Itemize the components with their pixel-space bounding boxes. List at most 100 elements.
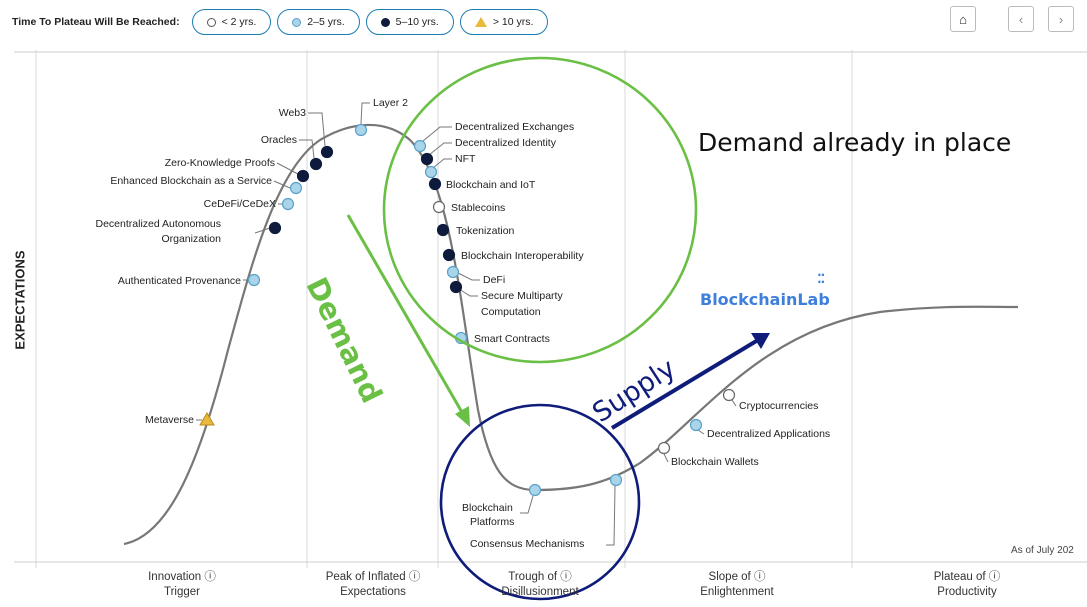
- legend-more-than-10[interactable]: > 10 yrs.: [459, 9, 549, 35]
- info-icon[interactable]: ⓘ: [753, 571, 766, 583]
- technology-label: DeFi: [483, 274, 505, 286]
- phase-line1: Peak of Inflated: [325, 571, 406, 583]
- technology-marker: [689, 418, 703, 432]
- next-button[interactable]: ›: [1048, 6, 1074, 32]
- technology-marker: [449, 280, 463, 294]
- label-leader: [308, 112, 326, 147]
- legend-label: > 10 yrs.: [492, 16, 534, 28]
- technology-marker: [268, 221, 282, 235]
- info-icon[interactable]: ⓘ: [204, 571, 216, 583]
- label-leader: [422, 126, 452, 142]
- legend-label: 5–10 yrs.: [395, 16, 439, 28]
- technology-markers: [199, 123, 736, 497]
- technology-marker: [657, 441, 671, 455]
- label-leader: [428, 142, 452, 156]
- demand-circle: [382, 56, 698, 364]
- label-leader: [606, 485, 616, 546]
- phase-line2: Trigger: [164, 586, 200, 598]
- technology-marker: [281, 197, 295, 211]
- chart-grid: [14, 50, 1087, 568]
- technology-marker: [428, 177, 442, 191]
- open-circle-icon: [206, 17, 216, 27]
- technology-label: Web3: [279, 107, 306, 119]
- legend-label: 2–5 yrs.: [307, 16, 345, 28]
- technology-marker: [442, 248, 456, 262]
- label-leader: [276, 162, 299, 175]
- chevron-left-icon: ‹: [1018, 11, 1024, 27]
- label-leader: [254, 227, 271, 234]
- technology-label: Smart Contracts: [474, 333, 550, 345]
- technology-label: Blockchain: [462, 502, 513, 514]
- legend-less-than-2[interactable]: < 2 yrs.: [191, 9, 272, 35]
- technology-marker: [424, 165, 438, 179]
- technology-marker: [446, 265, 460, 279]
- supply-arrowhead: [751, 333, 770, 349]
- technology-label: Layer 2: [373, 97, 408, 109]
- home-button[interactable]: ⌂: [950, 6, 976, 32]
- phase-line2: Disillusionment: [501, 586, 579, 598]
- technology-marker: [609, 473, 623, 487]
- technology-marker: [528, 483, 542, 497]
- legend-2-to-5[interactable]: 2–5 yrs.: [277, 9, 360, 35]
- phase-line1: Trough of: [508, 571, 558, 583]
- technology-marker: [432, 200, 446, 214]
- label-leader: [697, 429, 705, 435]
- technology-label: Consensus Mechanisms: [470, 538, 584, 550]
- label-leaders: [196, 102, 737, 546]
- prev-button[interactable]: ‹: [1008, 6, 1034, 32]
- demand-in-place-note: Demand already in place: [698, 128, 1012, 157]
- technology-label: Decentralized Applications: [707, 428, 830, 440]
- demand-arrowhead: [455, 406, 470, 427]
- technology-label: Blockchain Wallets: [671, 456, 759, 468]
- label-leader: [457, 272, 480, 281]
- label-leader: [299, 139, 315, 159]
- technology-marker: [436, 223, 450, 237]
- chevron-right-icon: ›: [1058, 11, 1064, 27]
- phase-line1: Slope of: [708, 571, 751, 583]
- technology-marker: [420, 152, 434, 166]
- yellow-triangle-icon: [474, 17, 487, 27]
- technology-marker: [354, 123, 368, 137]
- triangle-marker: [199, 412, 215, 426]
- technology-label: Decentralized Exchanges: [455, 121, 574, 133]
- technology-label: Authenticated Provenance: [118, 275, 241, 287]
- supply-circle: [439, 403, 641, 601]
- technology-marker: [320, 145, 334, 159]
- technology-label: Organization: [161, 233, 221, 245]
- label-leader: [731, 399, 737, 407]
- logo-dots-icon: ∙∙∙∙: [817, 268, 825, 289]
- y-axis-label: EXPECTATIONS: [12, 250, 28, 350]
- legend-5-to-10[interactable]: 5–10 yrs.: [365, 9, 454, 35]
- label-leader: [273, 180, 291, 189]
- phase-line2: Enlightenment: [700, 586, 774, 598]
- technology-marker: [309, 157, 323, 171]
- technology-label: Cryptocurrencies: [739, 400, 818, 412]
- technology-marker: [722, 388, 736, 402]
- label-leader: [458, 288, 478, 297]
- technology-label: Secure Multiparty: [481, 290, 563, 302]
- legend-label: < 2 yrs.: [221, 16, 257, 28]
- supply-arrow: [610, 338, 760, 430]
- technology-label: Enhanced Blockchain as a Service: [110, 175, 272, 187]
- technology-label: Decentralized Autonomous: [96, 218, 222, 230]
- technology-marker: [296, 169, 310, 183]
- label-leader: [520, 495, 534, 514]
- phase-line2: Productivity: [937, 586, 997, 598]
- info-icon[interactable]: ⓘ: [560, 571, 572, 583]
- info-icon[interactable]: ⓘ: [408, 571, 421, 583]
- info-icon[interactable]: ⓘ: [988, 571, 1001, 583]
- technology-label: Decentralized Identity: [455, 137, 557, 149]
- label-leader: [663, 453, 669, 463]
- legend-bar: Time To Plateau Will Be Reached: < 2 yrs…: [12, 8, 549, 36]
- technology-marker: [247, 273, 261, 287]
- light-blue-circle-icon: [292, 17, 302, 27]
- technology-label: Blockchain Interoperability: [461, 250, 584, 262]
- technology-label: Oracles: [261, 134, 297, 146]
- label-leader: [360, 102, 370, 125]
- phase-line1: Innovation: [148, 571, 202, 583]
